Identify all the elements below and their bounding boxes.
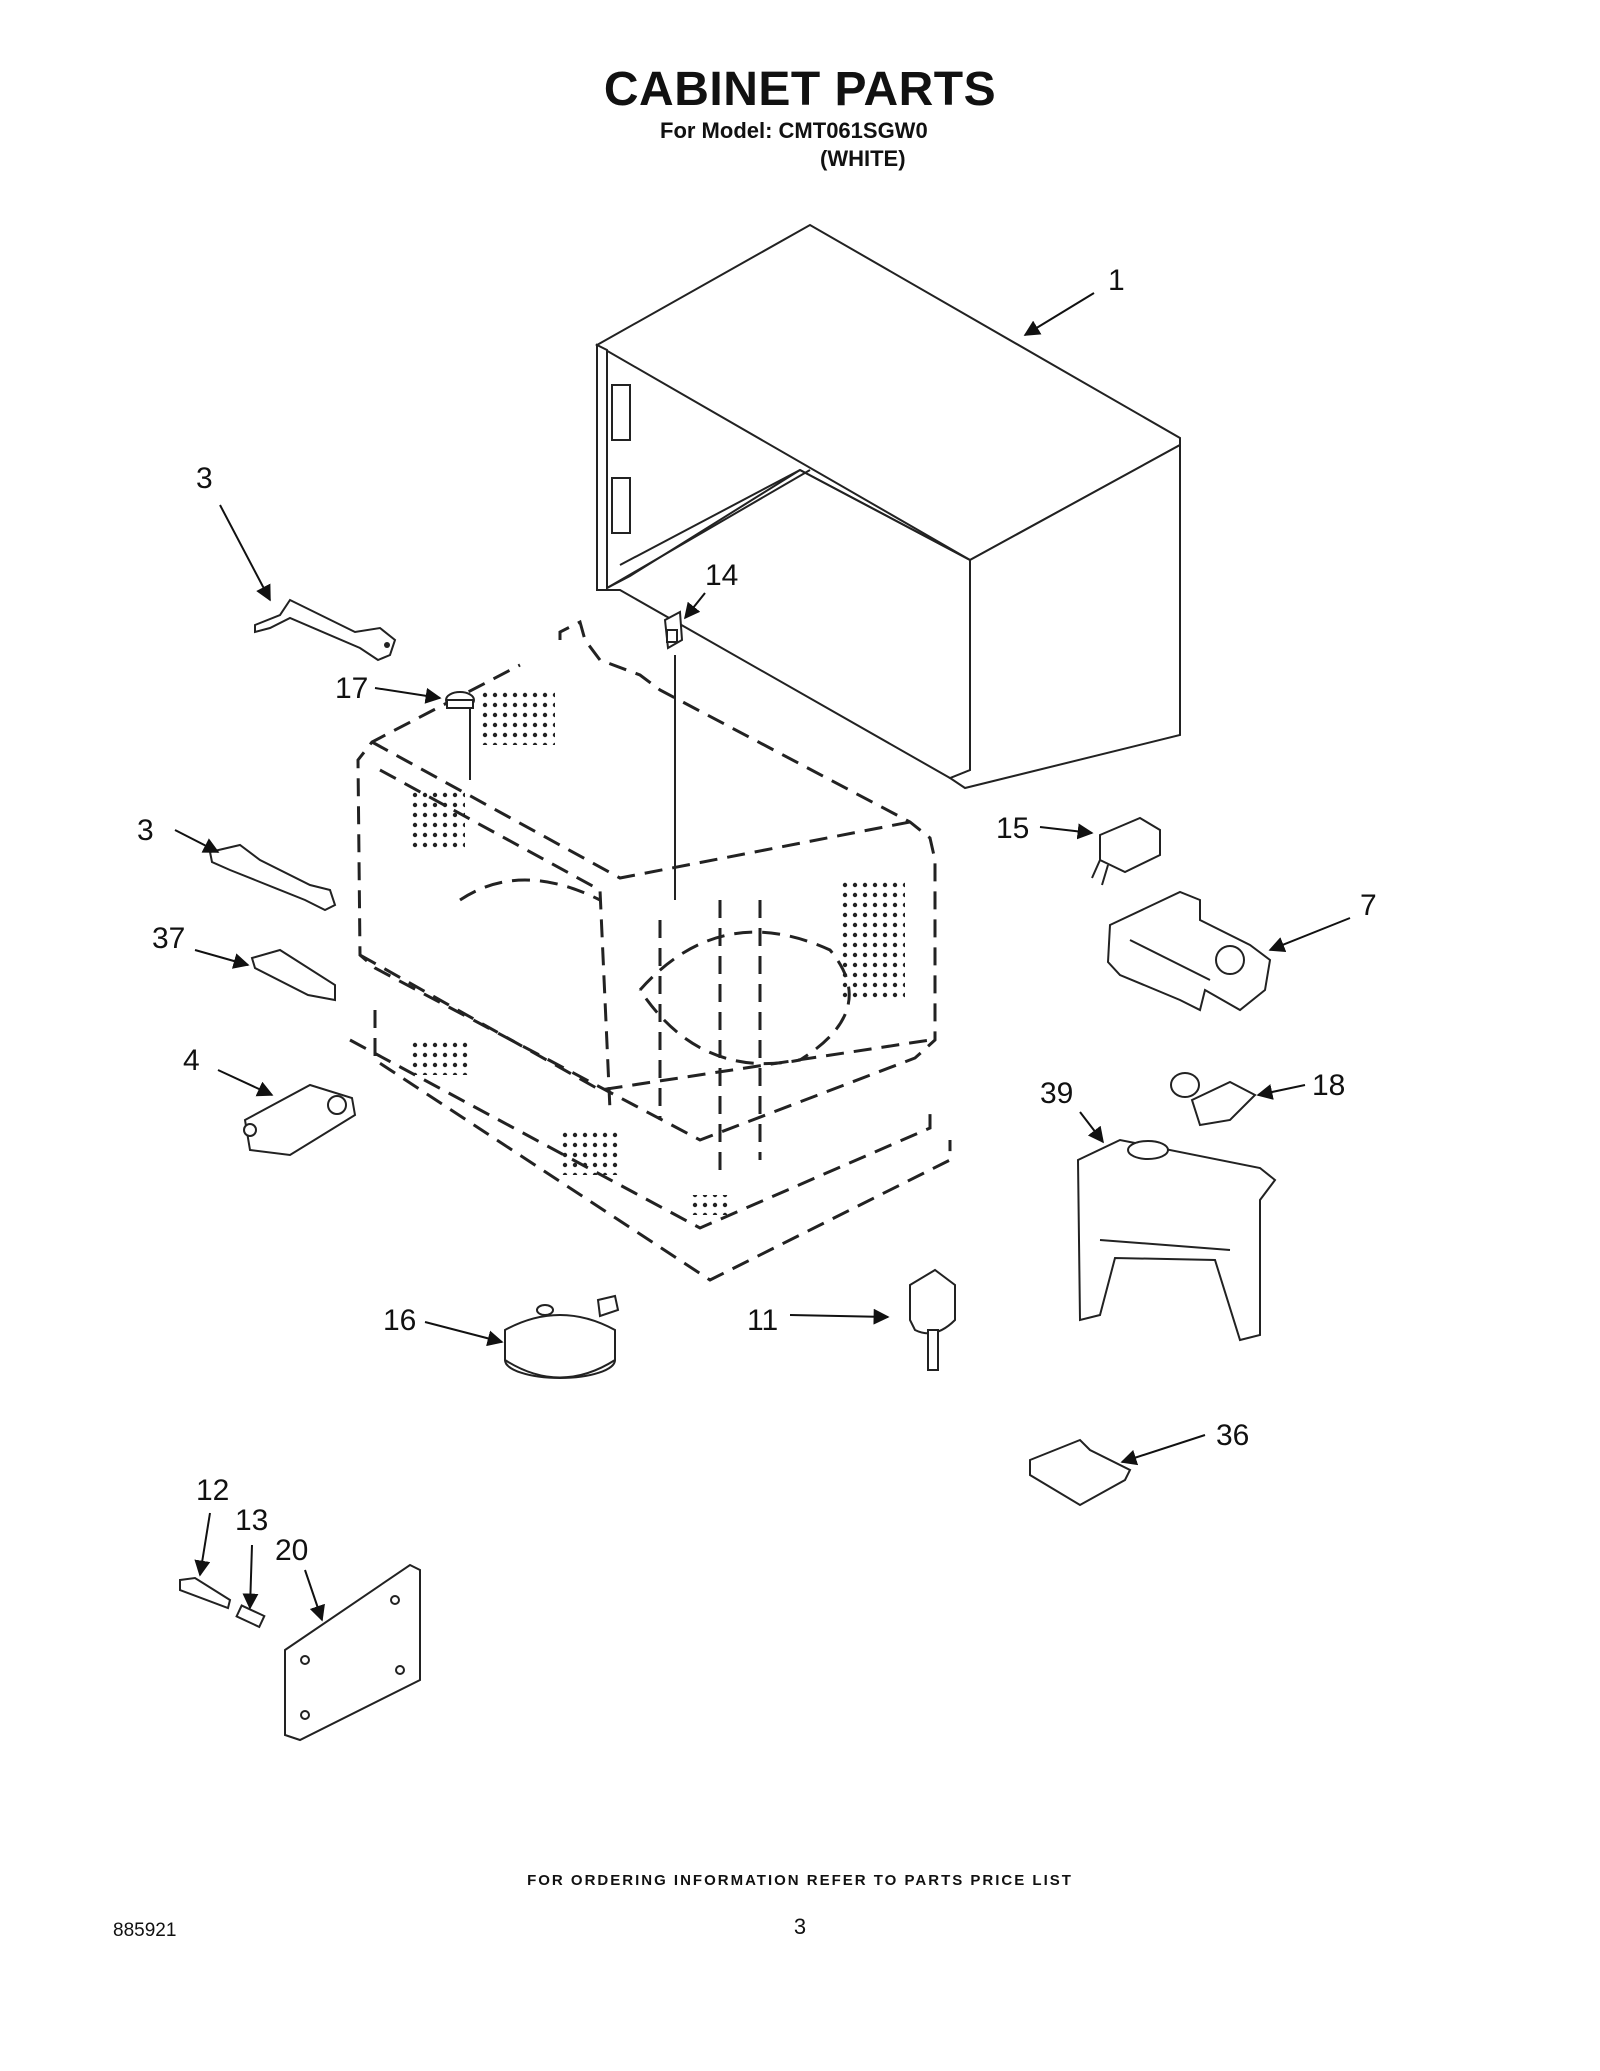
callout-label-3b: 3 [137,814,154,847]
callout-label-16: 16 [383,1304,416,1337]
callout-label-7: 7 [1360,889,1377,922]
callout-arrow-12 [194,1512,211,1577]
callout-arrow-15 [1039,823,1094,840]
part-17-thermostat [445,691,475,780]
ordering-note: FOR ORDERING INFORMATION REFER TO PARTS … [527,1872,1073,1889]
part-36-cover [1029,1438,1132,1507]
callout-arrow-18 [1256,1084,1306,1100]
callout-arrow-3b [174,829,220,853]
callout-arrow-36 [1120,1434,1206,1466]
callout-arrow-1 [1023,292,1095,336]
callout-arrow-3a [219,504,271,602]
part-3-upper-bracket [254,598,397,662]
page-number: 3 [793,1914,807,1939]
callout-label-37: 37 [152,922,185,955]
cabinet-wrapper [594,223,1181,790]
model-variant: (WHITE) [820,146,906,171]
callout-label-15: 15 [996,812,1029,845]
part-12-screw [179,1576,232,1610]
part-20-plate [284,1563,421,1742]
part-39-air-guide [1076,1138,1277,1342]
callout-label-17: 17 [335,672,368,705]
callout-label-3a: 3 [196,462,213,495]
callout-arrow-16 [424,1321,504,1347]
callout-arrow-20 [304,1569,325,1622]
callout-arrow-7 [1268,917,1351,953]
callout-arrow-39 [1079,1111,1104,1144]
callout-label-20: 20 [275,1534,308,1567]
callout-arrow-14 [684,592,706,620]
part-14-latch [663,610,684,650]
callout-label-12: 12 [196,1474,229,1507]
part-16-motor [504,1294,620,1379]
callout-arrow-11 [789,1308,890,1325]
callout-arrow-37 [194,949,250,969]
callout-label-18: 18 [1312,1069,1345,1102]
cavity-chassis-outline [349,619,952,1282]
part-15-switch [1091,816,1161,886]
callout-label-36: 36 [1216,1419,1249,1452]
document-number: 885921 [113,1920,177,1941]
callout-label-4: 4 [183,1044,200,1077]
callout-label-1: 1 [1108,264,1125,297]
part-18-lamp-socket [1170,1072,1257,1127]
part-11-coupler [909,1268,956,1371]
part-13-spacer [235,1604,266,1629]
callout-arrow-13 [242,1544,259,1610]
callout-label-13: 13 [235,1504,268,1537]
callout-arrow-4 [217,1069,274,1097]
model-line: For Model: CMT061SGW0 [660,118,928,143]
callout-label-39: 39 [1040,1077,1073,1110]
callout-arrow-17 [374,687,442,704]
part-3-lower-bracket [208,843,337,912]
page-title: CABINET PARTS [603,63,997,116]
callout-label-14: 14 [705,559,738,592]
part-37-plate [250,948,336,1002]
part-4-bracket [243,1083,357,1157]
part-7-hinge-mount [1106,890,1272,1012]
callout-label-11: 11 [747,1304,778,1337]
